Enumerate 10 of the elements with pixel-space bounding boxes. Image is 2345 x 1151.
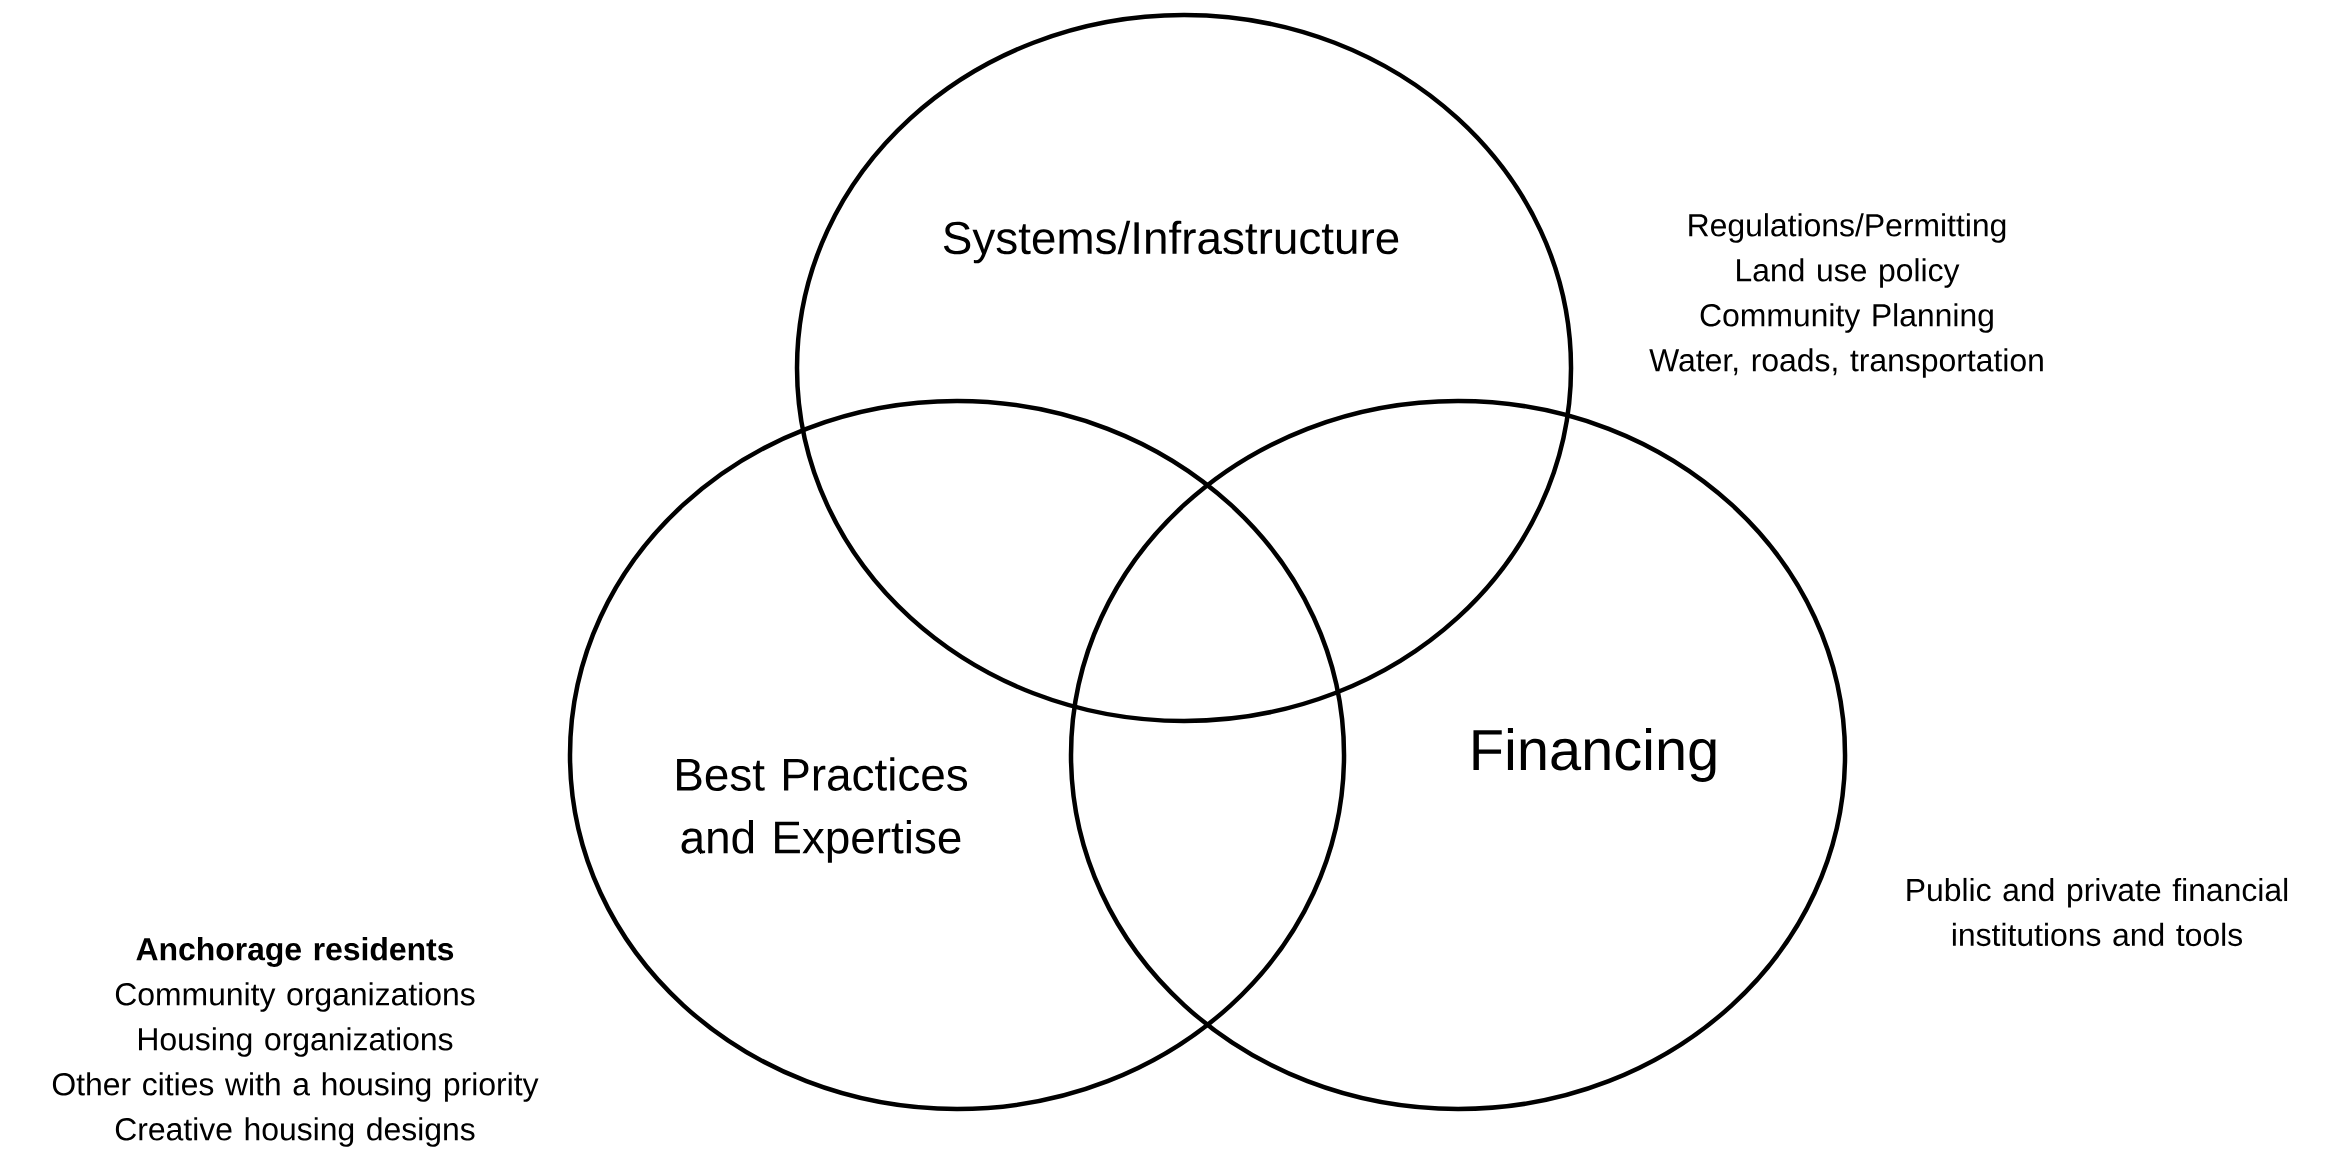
note-text: Other cities with a housing priority <box>52 1072 539 1102</box>
note-text: Public and private financial institutions and tools <box>1907 877 2288 947</box>
note-text: Housing organizations <box>139 1027 453 1057</box>
note-text: Creative housing designs <box>115 1117 475 1147</box>
note-text: Regulations/Permitting <box>1689 213 2006 243</box>
note-text: Community organizations <box>115 982 475 1012</box>
note-text: Community Planning <box>1700 303 1993 333</box>
note-text: Anchorage residents <box>136 937 454 967</box>
note-text: Land use policy <box>1737 258 1960 288</box>
note-text: Water, roads, transportation <box>1649 348 2043 378</box>
